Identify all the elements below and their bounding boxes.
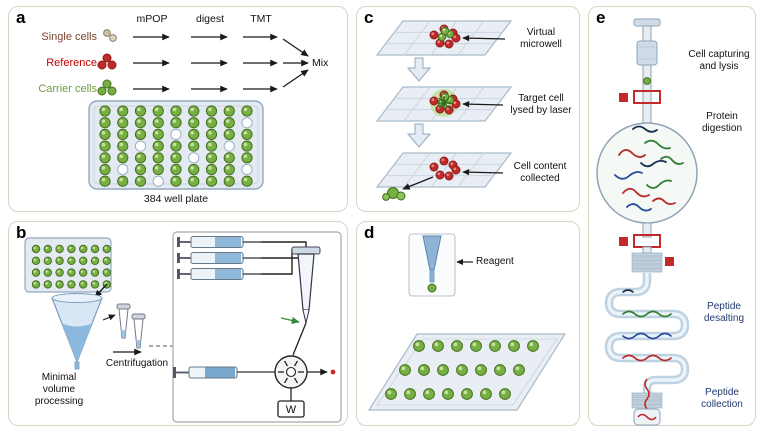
panel-c-letter: c [364,8,374,27]
valve-icon [274,355,308,389]
plate-caption: 384 well plate [143,193,209,205]
funnel-icon [51,293,103,370]
centrifugation-label: Centrifugation [105,358,169,369]
dispenser-icon [408,233,456,297]
annotation-target-cell: Target cell lysed by laser [510,93,572,117]
digestion-chamber-icon [596,122,698,224]
well-plate-384 [88,100,264,190]
loading-syringe-icon [173,366,275,379]
panel-d-graphics [367,233,567,411]
step-protein-digestion: Protein digestion [701,111,743,135]
syringe-pump-icons [177,236,261,280]
panel-a-graphics [88,29,309,190]
panel-c-graphics [376,20,512,201]
small-well-plate [24,237,112,293]
step-peptide-desalting: Peptide desalting [703,301,745,325]
mix-label: Mix [312,57,329,69]
panel-e: e [588,6,756,426]
panel-d-letter: d [364,223,375,242]
emitter-tip-icon [330,369,336,375]
column-header-digest: digest [195,13,225,25]
single-cells-icon [103,29,117,42]
column-header-mpop: mPOP [136,13,168,25]
peptide-stream-icon [644,378,650,410]
workflow-arrows [133,33,309,93]
row-label-single-cells: Single cells [41,31,97,43]
reagent-plate [367,333,567,411]
cell-cluster-1 [429,24,461,49]
reagent-label: Reagent [476,256,514,267]
panel-b-graphics [24,231,342,423]
microtube-icons [116,303,146,349]
minimal-volume-label: Minimal volume processing [34,372,84,408]
panel-b-letter: b [16,223,27,242]
panel-c: c [356,6,580,212]
waste-label: W [285,404,297,416]
fitting-icon [631,252,674,273]
desalting-coil-icon [604,273,690,393]
panel-d: d Reagent [356,221,580,426]
panel-b: b [8,221,348,426]
annotation-cell-content: Cell content collected [513,161,567,185]
fitting-icon [631,392,663,409]
down-arrow-icon [406,123,432,148]
column-header-tmt: TMT [250,13,272,25]
lc-column-icon [291,246,321,324]
reference-cells-icon [97,53,117,70]
step-cell-capturing: Cell capturing and lysis [688,49,750,73]
lc-system-box [172,231,342,423]
panel-a: a [8,6,348,212]
waste-box-icon [277,400,305,418]
carrier-cells-icon [97,79,117,96]
cell-cluster-3 [429,156,461,181]
cell-cluster-2 [429,90,461,115]
clamp-icon [619,90,661,104]
panel-e-graphics [596,18,698,426]
collected-content-icon [382,187,406,201]
row-label-reference: Reference [46,57,97,69]
capillary-icon [633,18,661,125]
collection-vial-icon [633,408,661,426]
row-label-carrier-cells: Carrier cells [38,83,97,95]
step-peptide-collection: Peptide collection [701,387,743,411]
panel-e-letter: e [596,8,606,27]
panel-a-letter: a [16,8,26,27]
down-arrow-icon [406,57,432,82]
annotation-virtual-microwell: Virtual microwell [520,27,562,51]
clamp-icon [619,234,661,248]
laser-burst-icon [437,96,451,110]
